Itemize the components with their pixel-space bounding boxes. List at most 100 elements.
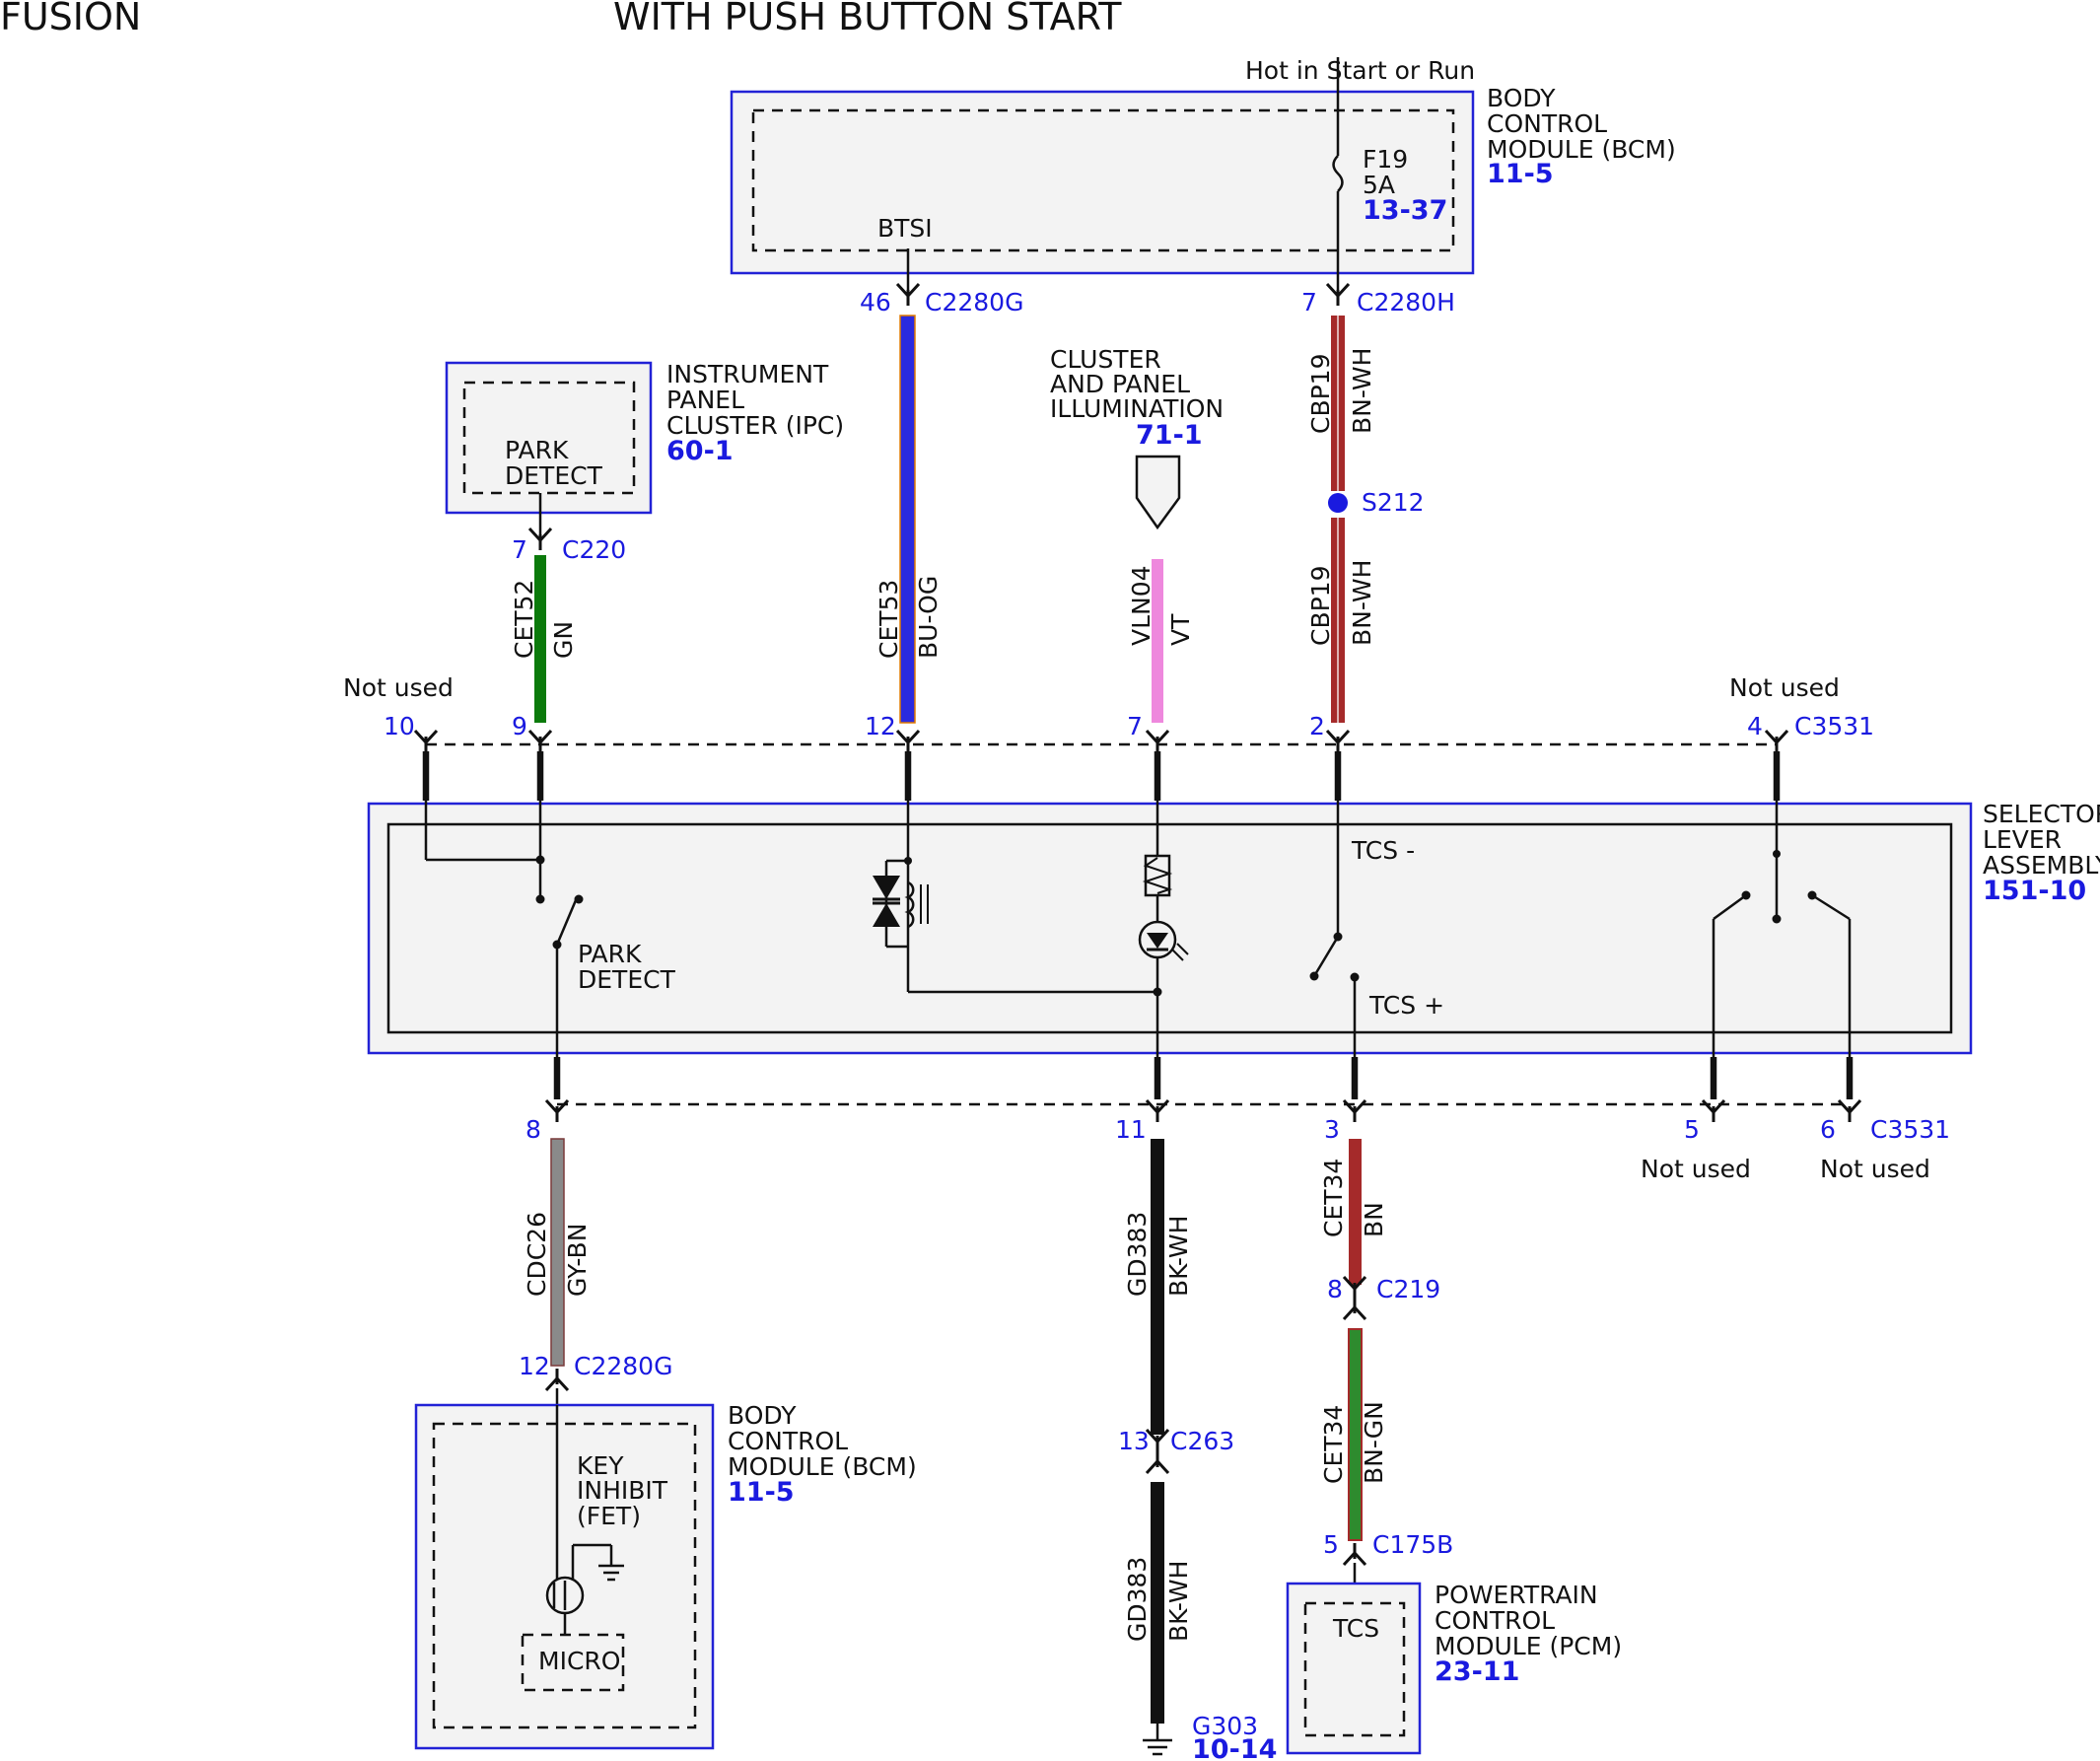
selector-ref[interactable]: 151-10 xyxy=(1983,876,2086,906)
not-used-bottom-5: Not used xyxy=(1641,1155,1751,1183)
bcm-top-ref[interactable]: 11-5 xyxy=(1487,159,1554,189)
c263-name[interactable]: C263 xyxy=(1170,1427,1234,1455)
wire-vln04-color: VT xyxy=(1166,613,1195,646)
wire-cdc26-color: GY-BN xyxy=(563,1224,592,1297)
btsi-solenoid-icon xyxy=(873,801,1157,994)
c2280g-top-pin: 46 xyxy=(860,288,891,317)
tcs-plus-label: TCS + xyxy=(1368,991,1444,1020)
connector-arrow xyxy=(527,729,553,754)
connector-arrow xyxy=(895,729,921,754)
c3531-top-name[interactable]: C3531 xyxy=(1794,712,1874,740)
wire-cet34-upper[interactable] xyxy=(1349,1139,1362,1285)
connector-arrow xyxy=(1837,1098,1862,1124)
ground-ref[interactable]: 10-14 xyxy=(1192,1734,1277,1761)
c3531-pin-11: 11 xyxy=(1115,1115,1147,1144)
c220-pin: 7 xyxy=(512,535,527,564)
connector-arrow xyxy=(1145,729,1170,754)
connector-arrow xyxy=(1764,729,1789,754)
fuse-ref[interactable]: 13-37 xyxy=(1363,195,1447,226)
c3531-pin-8: 8 xyxy=(525,1115,541,1144)
c3531-bottom-name[interactable]: C3531 xyxy=(1870,1115,1950,1144)
bcm-top-box xyxy=(730,90,1475,275)
pcm-ref[interactable]: 23-11 xyxy=(1435,1656,1519,1687)
selector-park-1: PARK xyxy=(578,940,642,968)
not-used-top-right: Not used xyxy=(1729,673,1840,702)
micro-label: MICRO xyxy=(538,1647,620,1675)
splice-s212-icon xyxy=(1328,493,1348,513)
wire-cbp19b-color: BN-WH xyxy=(1348,560,1376,646)
ipc-inner xyxy=(462,381,636,495)
wire-gd383a-color: BK-WH xyxy=(1164,1216,1193,1297)
ipc-box xyxy=(445,361,653,515)
c263-pin: 13 xyxy=(1118,1427,1150,1455)
wire-gd383a-circuit: GD383 xyxy=(1123,1212,1152,1297)
wire-cet53[interactable] xyxy=(899,315,916,724)
c3531-pin-10: 10 xyxy=(384,712,415,740)
header-vehicle: FUSION xyxy=(0,0,141,38)
c219-pin: 8 xyxy=(1327,1275,1343,1303)
c3531-pin-6: 6 xyxy=(1820,1115,1836,1144)
illumination-led-icon xyxy=(1138,801,1189,1057)
wire-cet52-circuit: CET52 xyxy=(510,580,538,659)
wire-cet34a-color: BN xyxy=(1360,1202,1388,1237)
wire-cet34-lower[interactable] xyxy=(1348,1328,1363,1541)
wire-cet52[interactable] xyxy=(534,555,546,723)
btsi-label: BTSI xyxy=(877,214,933,243)
c2280g-bottom-name[interactable]: C2280G xyxy=(574,1352,672,1380)
illum-ref[interactable]: 71-1 xyxy=(1136,420,1203,451)
c2280g-top-name[interactable]: C2280G xyxy=(925,288,1023,317)
bcm-top-name-2: CONTROL xyxy=(1487,109,1607,138)
wire-gd383b-color: BK-WH xyxy=(1164,1561,1193,1642)
c3531-pin-9: 9 xyxy=(512,712,527,740)
c175b-name[interactable]: C175B xyxy=(1372,1530,1453,1559)
c3531-pin-3: 3 xyxy=(1324,1115,1340,1144)
ipc-name-1: INSTRUMENT xyxy=(666,360,829,388)
wire-cbp19a-color: BN-WH xyxy=(1348,348,1376,434)
selector-name-3: ASSEMBLY xyxy=(1983,851,2100,880)
wire-gd383b-circuit: GD383 xyxy=(1123,1557,1152,1642)
tcs-switch-icon xyxy=(1309,801,1360,1057)
ipc-ref[interactable]: 60-1 xyxy=(666,436,734,466)
micro-box xyxy=(521,1633,625,1692)
wire-cet53-circuit: CET53 xyxy=(875,580,903,659)
c175b-pin: 5 xyxy=(1323,1530,1339,1559)
c2280h-name[interactable]: C2280H xyxy=(1357,288,1455,317)
wire-cbp19b-circuit: CBP19 xyxy=(1306,566,1335,647)
illumination-ref: CLUSTER AND PANEL ILLUMINATION 71-1 xyxy=(1050,345,1224,530)
wire-cet34a-circuit: CET34 xyxy=(1319,1159,1348,1237)
splice-s212-label[interactable]: S212 xyxy=(1362,488,1425,517)
connector-arrow xyxy=(1145,1449,1170,1475)
ipc-name-2: PANEL xyxy=(666,386,744,414)
wire-cbp19a-circuit: CBP19 xyxy=(1306,354,1335,435)
bcm-bottom-ref[interactable]: 11-5 xyxy=(728,1477,795,1508)
connector-arrow xyxy=(1342,1296,1367,1321)
c3531-pin-7: 7 xyxy=(1127,712,1143,740)
pcm-name-1: POWERTRAIN xyxy=(1435,1581,1598,1609)
park-detect-switch-icon xyxy=(555,899,578,946)
key-inhibit-3: (FET) xyxy=(577,1502,641,1530)
tcs-minus-label: TCS - xyxy=(1351,836,1415,865)
wire-gd383-lower[interactable] xyxy=(1151,1482,1164,1724)
ground-id[interactable]: G303 xyxy=(1192,1712,1258,1740)
c220-name[interactable]: C220 xyxy=(562,535,626,564)
connector-arrow xyxy=(1701,1098,1726,1124)
wire-cet52-color: GN xyxy=(549,621,578,659)
bcm-top-module: Hot in Start or Run BODY CONTROL MODULE … xyxy=(730,56,1676,296)
fet-transistor-icon xyxy=(545,1405,624,1635)
wire-cdc26-circuit: CDC26 xyxy=(523,1212,551,1297)
wire-gd383-upper[interactable] xyxy=(1151,1139,1164,1435)
ground-icon xyxy=(1143,1724,1172,1756)
c219-name[interactable]: C219 xyxy=(1376,1275,1440,1303)
selector-name-2: LEVER xyxy=(1983,825,2062,854)
illum-name-1: CLUSTER xyxy=(1050,345,1161,374)
wire-vln04[interactable] xyxy=(1152,559,1163,723)
ipc-name-3: CLUSTER (IPC) xyxy=(666,411,844,440)
wire-cet34b-circuit: CET34 xyxy=(1319,1405,1348,1484)
pcm-inner xyxy=(1303,1601,1406,1737)
ipc-park-1: PARK xyxy=(505,436,569,464)
connector-arrow xyxy=(1342,1541,1367,1567)
connector-arrow xyxy=(1325,729,1351,754)
wire-cdc26[interactable] xyxy=(550,1138,565,1367)
pcm-tcs-label: TCS xyxy=(1332,1614,1379,1643)
